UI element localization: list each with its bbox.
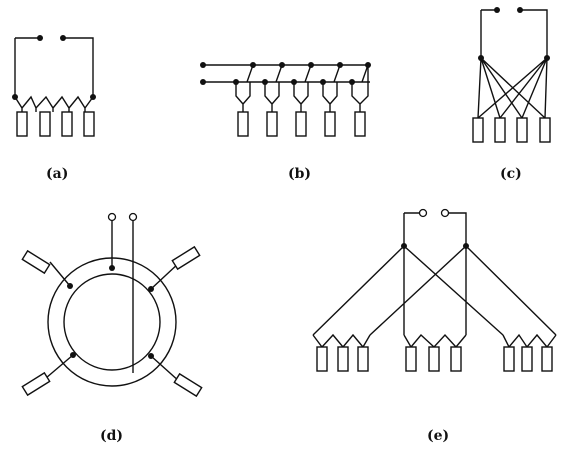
junction-dot — [148, 353, 154, 359]
junction-dot — [401, 243, 407, 249]
resistor — [337, 346, 349, 372]
resistor — [83, 111, 95, 137]
panel-d-wiring — [45, 221, 181, 383]
panel-a-resistors — [16, 111, 95, 137]
panel-d-label: (d) — [100, 428, 123, 444]
resistor — [316, 346, 328, 372]
switch-contact — [37, 35, 43, 41]
panel-c: (c) — [472, 7, 551, 182]
junction-dot — [12, 94, 18, 100]
outer-ring — [47, 257, 177, 387]
panel-b-wiring — [203, 64, 370, 112]
resistor — [521, 346, 533, 372]
switch-contact — [494, 7, 500, 13]
resistor — [39, 111, 51, 137]
junction-dot — [478, 55, 484, 61]
resistor — [516, 117, 528, 143]
resistor — [354, 111, 366, 137]
panel-e-wiring — [312, 212, 557, 349]
panel-e: (e) — [312, 208, 557, 444]
open-terminal — [418, 208, 428, 218]
resistor — [450, 346, 462, 372]
junction-dot — [262, 79, 268, 85]
resistor — [324, 111, 336, 137]
resistor — [539, 117, 551, 143]
resistor — [237, 111, 249, 137]
switch-contact — [517, 7, 523, 13]
resistor — [541, 346, 553, 372]
terminal-dot — [200, 79, 206, 85]
heater-element — [171, 245, 201, 271]
panel-d-heaters — [21, 245, 203, 398]
panel-e-label: (e) — [427, 428, 449, 444]
panel-a: (a) — [12, 35, 96, 182]
resistor — [472, 117, 484, 143]
heater-element — [173, 372, 203, 398]
junction-dot — [320, 79, 326, 85]
junction-dot — [291, 79, 297, 85]
heater-element — [21, 249, 51, 275]
junction-dot — [148, 286, 154, 292]
junction-dot — [233, 79, 239, 85]
junction-dot — [308, 62, 314, 68]
panel-d-junctions — [67, 212, 154, 359]
heater-element — [21, 371, 51, 397]
open-terminal — [128, 212, 138, 222]
resistor — [16, 111, 28, 137]
switch-contact — [60, 35, 66, 41]
resistor — [295, 111, 307, 137]
inner-ring — [63, 273, 161, 371]
panel-d: (d) — [21, 212, 203, 444]
panel-a-wiring — [14, 37, 94, 112]
junction-dot — [463, 243, 469, 249]
open-terminal — [440, 208, 450, 218]
junction-dot — [109, 265, 115, 271]
panel-e-junctions — [401, 208, 469, 249]
panel-a-junctions — [12, 35, 96, 100]
junction-dot — [544, 55, 550, 61]
junction-dot — [90, 94, 96, 100]
panel-b-resistors — [237, 111, 366, 137]
junction-dot — [67, 283, 73, 289]
resistor — [503, 346, 515, 372]
panel-e-resistors — [316, 346, 553, 372]
terminal-dot — [200, 62, 206, 68]
panel-b: (b) — [200, 62, 371, 182]
panel-b-label: (b) — [288, 166, 311, 182]
junction-dot — [337, 62, 343, 68]
resistor — [428, 346, 440, 372]
resistor — [266, 111, 278, 137]
open-terminal — [107, 212, 117, 222]
panel-c-junctions — [478, 7, 550, 61]
resistor — [494, 117, 506, 143]
panel-c-wiring — [477, 9, 548, 119]
panel-c-label: (c) — [500, 166, 522, 182]
junction-dot — [279, 62, 285, 68]
resistor — [61, 111, 73, 137]
resistor — [357, 346, 369, 372]
panel-a-label: (a) — [46, 166, 68, 182]
panel-b-junctions — [200, 62, 371, 85]
junction-dot — [349, 79, 355, 85]
junction-dot — [70, 352, 76, 358]
resistor — [405, 346, 417, 372]
junction-dot — [250, 62, 256, 68]
panel-c-resistors — [472, 117, 551, 143]
junction-dot — [365, 62, 371, 68]
